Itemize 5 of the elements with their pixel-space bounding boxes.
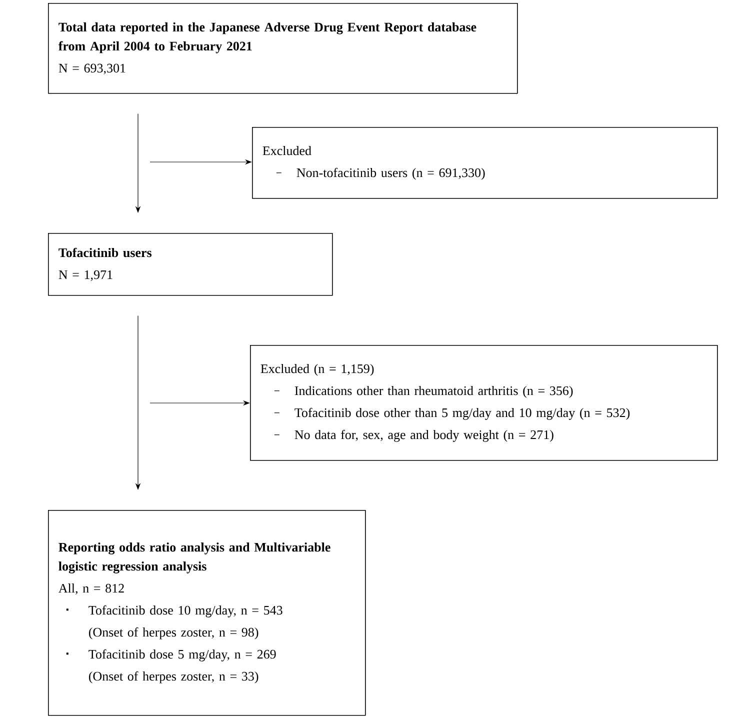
text-box: Reporting odds ratio analysis and Multivariable logistic regression analysis All, n = 812 Tofacitinib dose 10 mg/day, n = 543 (Onset of herpes zoster, n = 98) Tofacitinib dose 5 mg/day, n = 269 (Onset of herpes zoster, n = 33) (48, 510, 366, 716)
text-box: Tofacitinib users N = 1,971 (48, 233, 333, 296)
text-box: Total data reported in the Japanese Adverse Drug Event Report database from April 2004 to February 2021 N = 693,301 (48, 3, 518, 94)
text-box: Excluded Non-tofacitinib users (n = 691,330) (252, 127, 718, 199)
text-box: Excluded (n = 1,159) Indications other than rheumatoid arthritis (n = 356) Tofacitinib dose other than 5 mg/day and 10 mg/day (n = 532) No data for, sex, age and body weight (n = 271) (250, 345, 718, 461)
